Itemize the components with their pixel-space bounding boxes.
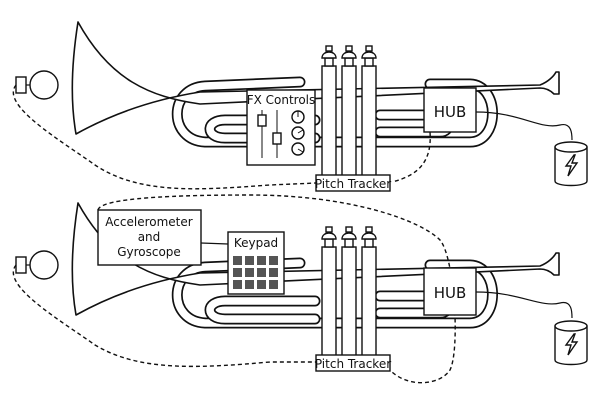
fx-controls-panel: FX Controls [246,89,316,166]
bottom-pitch-tracker-label: Pitch Tracker [315,357,391,371]
keypad-key[interactable] [245,268,254,277]
top-pitch-tracker: Pitch Tracker [315,174,391,192]
keypad-key[interactable] [269,280,278,289]
top-mic-cable [12,84,317,190]
bottom-assembly: Accelerometer and Gyroscope Keypad HUB P… [12,194,588,384]
top-microphone-icon [15,70,59,100]
bottom-hub: HUB [423,267,477,316]
keypad-key[interactable] [269,256,278,265]
keypad-key[interactable] [269,268,278,277]
bottom-microphone-icon [15,250,59,280]
sensor-label-line2: and [138,230,161,244]
sensor-label-line1: Accelerometer [105,215,192,229]
bottom-battery-icon [554,320,588,366]
bottom-mic-cable [12,264,316,368]
keypad-key[interactable] [233,268,242,277]
top-pitch-tracker-label: Pitch Tracker [315,177,391,191]
sensor-label-line3: Gyroscope [117,245,181,259]
keypad-key[interactable] [245,280,254,289]
top-hub-label: HUB [434,103,467,121]
bottom-pitch-tracker: Pitch Tracker [315,354,391,372]
fx-controls-label: FX Controls [247,93,316,107]
fx-slider-2[interactable] [272,132,282,145]
keypad-key[interactable] [257,256,266,265]
top-hub: HUB [423,87,477,133]
keypad-keys[interactable] [233,256,278,289]
sensor-to-keypad-link [200,242,229,245]
keypad-key[interactable] [233,280,242,289]
top-assembly: FX Controls HUB Pitch Tracker [12,22,588,192]
top-battery-cable [475,111,573,141]
keypad-key[interactable] [245,256,254,265]
keypad-key[interactable] [233,256,242,265]
top-battery-icon [554,141,588,187]
bottom-hub-label: HUB [434,284,467,302]
keypad-label: Keypad [234,236,278,250]
bottom-battery-cable [475,291,573,319]
top-hub-dashed-link [391,131,431,183]
keypad-key[interactable] [257,280,266,289]
keypad-key[interactable] [257,268,266,277]
accelerometer-gyroscope-box: Accelerometer and Gyroscope [97,209,202,266]
keypad-panel: Keypad [227,231,285,295]
fx-slider-1[interactable] [257,114,267,127]
